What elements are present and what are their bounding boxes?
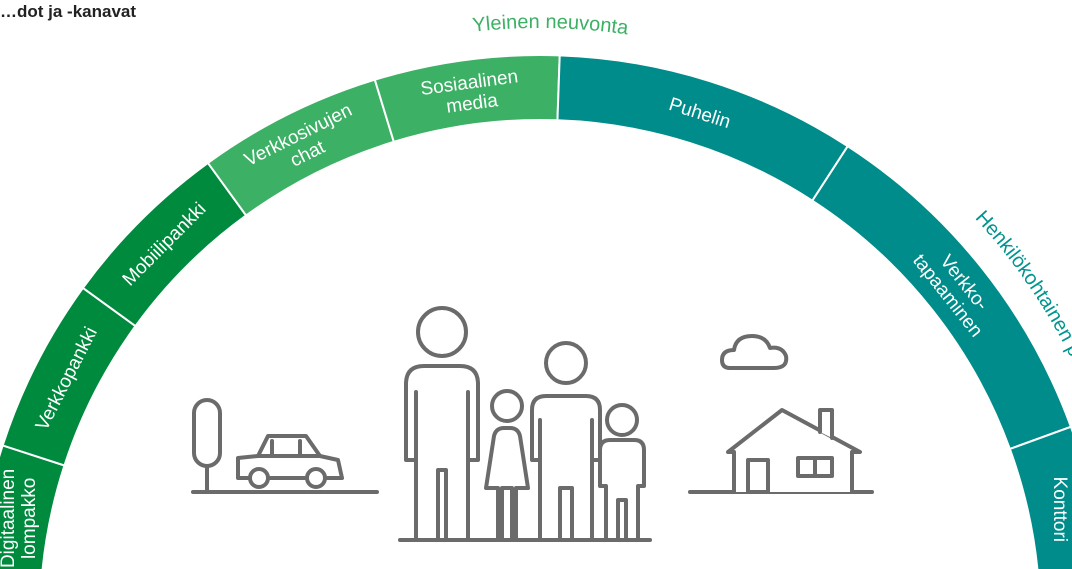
- segment-label-7: Konttori: [1049, 477, 1070, 542]
- family-icon: [398, 306, 652, 542]
- category-label-1: Yleinen neuvonta: [471, 11, 630, 40]
- cloud-icon: [720, 334, 789, 370]
- segment-label-0: Digitaalinenlompakko: [0, 469, 40, 568]
- diagram-title: …dot ja -kanavat: [0, 2, 137, 21]
- illustration: [191, 306, 874, 542]
- channel-arc: DigitaalinenlompakkoVerkkopankkiMobiilip…: [0, 54, 1072, 569]
- car-icon: [236, 434, 344, 489]
- house-icon: [688, 408, 874, 494]
- tree-icon: [192, 398, 222, 494]
- segment-5: [556, 54, 850, 203]
- segment-7: [1008, 425, 1072, 569]
